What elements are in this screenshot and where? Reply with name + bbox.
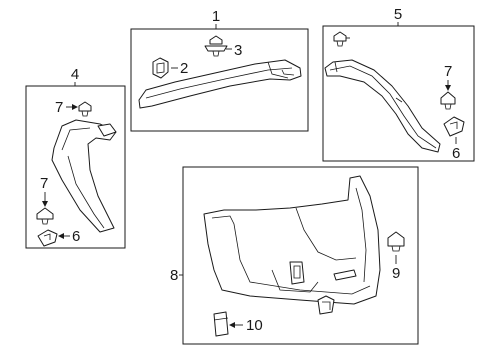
callout-10: 10: [246, 317, 263, 334]
clip-icon: [152, 57, 169, 79]
callout-4: 4: [71, 66, 79, 83]
push-pin-icon: [440, 91, 456, 110]
callout-2: 2: [180, 60, 188, 77]
upper-trim-panel: [138, 59, 302, 109]
callout-6-left: 6: [72, 228, 80, 245]
callout-6-right: 6: [452, 145, 460, 162]
push-pin-icon: [387, 231, 405, 252]
push-pin-icon: [78, 101, 92, 117]
group-1-upper-trim: 1 2 3: [130, 8, 309, 132]
push-pin-icon: [204, 35, 228, 57]
callout-5: 5: [394, 6, 402, 23]
clip-icon: [317, 295, 335, 315]
callout-1: 1: [212, 8, 220, 25]
callout-9: 9: [392, 265, 400, 282]
callout-7-lower-left: 7: [40, 175, 48, 192]
clip-icon: [443, 116, 465, 137]
push-pin-icon: [333, 31, 347, 47]
callout-7-upper-left: 7: [55, 99, 63, 116]
clip-icon: [37, 229, 58, 247]
right-pillar-trim: [324, 59, 441, 153]
group-8-liftgate-trim: 8 9 10: [170, 166, 419, 345]
bracket-icon: [213, 311, 229, 337]
group-4-left-pillar: 4 7 7 6: [25, 66, 126, 249]
callout-8: 8: [170, 267, 178, 284]
liftgate-trim-panel: [203, 175, 381, 305]
callout-3: 3: [234, 42, 242, 59]
push-pin-icon: [36, 207, 54, 225]
left-pillar-trim: [51, 119, 117, 233]
group-5-right-pillar: 5 7 6: [322, 6, 475, 162]
callout-7-right: 7: [444, 63, 452, 80]
